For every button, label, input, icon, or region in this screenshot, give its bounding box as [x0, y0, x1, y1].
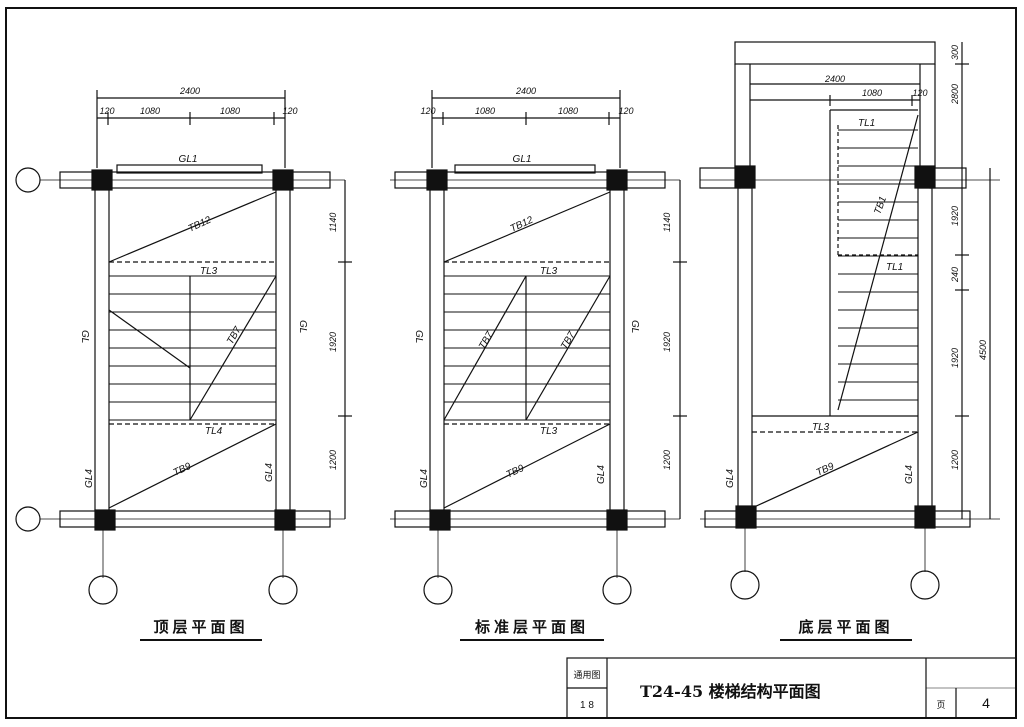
- right-tl1-mid: TL1: [886, 262, 903, 273]
- right-seg-gap: 240: [950, 267, 960, 283]
- right-col-gl4-r: GL4: [904, 465, 915, 484]
- mid-dim-wall-l: 120: [420, 106, 435, 116]
- left-side-gl-r: GL: [297, 320, 308, 333]
- mid-tl3-low: TL3: [540, 426, 558, 437]
- left-col-gl4-r: GL4: [264, 463, 275, 482]
- tb-main-title: T24-45 楼梯结构平面图: [640, 682, 821, 701]
- title-block-text: 通用图 1 8 T24-45 楼梯结构平面图 页 4: [573, 670, 990, 711]
- middle-plan-text: 2400 120 1080 1080 120 GL1 TB12 TL3 TB7 …: [413, 86, 672, 636]
- tb-page-no: 4: [982, 695, 990, 711]
- mid-beam-gl1: GL1: [513, 154, 532, 165]
- mid-flight-upper: TB12: [509, 214, 536, 234]
- mid-side-gl-l: GL: [413, 330, 424, 343]
- right-plan-text: 2400 1080 120 TL1 TB1 TL1 TL3 TB9 GL4 GL…: [725, 45, 988, 636]
- right-dim-half: 1080: [862, 88, 882, 98]
- right-seg-top: 300: [950, 45, 960, 60]
- left-flight-mid: TB7: [225, 325, 244, 347]
- left-dim-half-l: 1080: [140, 106, 160, 116]
- right-seg-upper: 1920: [950, 206, 960, 226]
- left-seg-low: 1200: [328, 450, 338, 470]
- tb-value-applies: 1 8: [580, 700, 594, 711]
- right-flight-low: TB9: [815, 461, 837, 479]
- left-flight-upper: TB12: [187, 214, 214, 234]
- mid-dim-half-l: 1080: [475, 106, 495, 116]
- left-col-gl4-l: GL4: [84, 469, 95, 488]
- right-seg-upper-a: 2800: [950, 84, 960, 105]
- right-total: 4500: [978, 340, 988, 360]
- left-tl4: TL4: [205, 426, 223, 437]
- right-seg-mid: 1920: [950, 348, 960, 368]
- sheet-border: [5, 7, 1017, 719]
- left-dim-wall-r: 120: [282, 106, 297, 116]
- mid-seg-upper: 1140: [662, 213, 672, 232]
- mid-col-gl4-r: GL4: [596, 465, 607, 484]
- mid-tl3: TL3: [540, 266, 558, 277]
- mid-dim-total: 2400: [515, 86, 536, 96]
- left-dim-total: 2400: [179, 86, 200, 96]
- right-seg-low: 1200: [950, 450, 960, 470]
- right-flight-upper: TB1: [872, 195, 889, 216]
- right-col-gl4-l: GL4: [725, 469, 736, 488]
- right-tl1-top: TL1: [858, 118, 875, 129]
- tb-label-applies: 通用图: [573, 670, 600, 680]
- left-flight-low: TB9: [172, 461, 194, 479]
- mid-flight-low: TB9: [505, 463, 527, 481]
- right-dim-total: 2400: [824, 74, 845, 84]
- mid-seg-low: 1200: [662, 450, 672, 470]
- left-dim-wall-l: 120: [99, 106, 114, 116]
- left-seg-upper: 1140: [328, 213, 338, 232]
- mid-dim-wall-r: 120: [618, 106, 633, 116]
- left-plan-title: 顶层平面图: [153, 618, 248, 636]
- left-side-gl-l: GL: [79, 330, 90, 343]
- left-seg-mid: 1920: [328, 332, 338, 352]
- right-plan: [699, 41, 1000, 641]
- mid-side-gl-r: GL: [629, 320, 640, 333]
- middle-plan-title: 标准层平面图: [474, 618, 589, 636]
- mid-col-gl4-l: GL4: [419, 469, 430, 488]
- middle-plan: [390, 90, 687, 641]
- left-plan-text: 2400 120 1080 1080 120 GL1 TB12 TL3 TB7 …: [79, 86, 338, 636]
- left-beam-gl1: GL1: [179, 154, 198, 165]
- right-dim-wall: 120: [912, 88, 927, 98]
- left-dim-half-r: 1080: [220, 106, 240, 116]
- mid-seg-mid: 1920: [662, 332, 672, 352]
- right-plan-title: 底层平面图: [798, 618, 893, 636]
- mid-dim-half-r: 1080: [558, 106, 578, 116]
- left-plan: [15, 90, 352, 641]
- tb-label-page: 页: [936, 700, 945, 710]
- right-tl3: TL3: [812, 422, 830, 433]
- left-tl3: TL3: [200, 266, 218, 277]
- title-block: [566, 657, 1017, 719]
